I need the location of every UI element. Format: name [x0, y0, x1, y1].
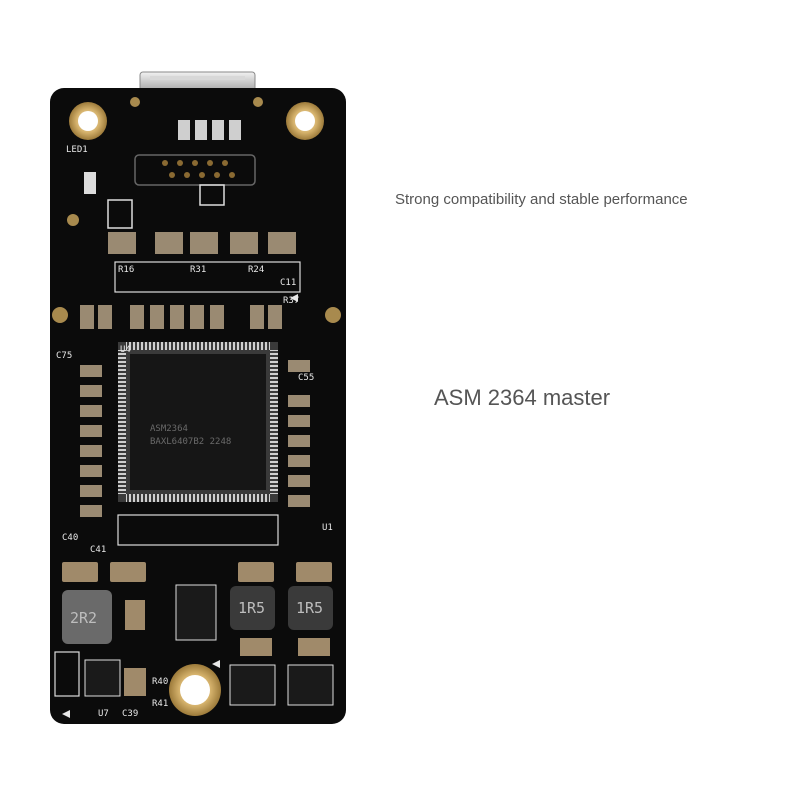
power-section: 2R2 1R5 1R5 [54, 562, 334, 706]
side-passives [80, 360, 310, 517]
label-c39: C39 [122, 709, 138, 719]
label-r31: R31 [190, 265, 206, 275]
asm2364-chip: ASM2364 BAXL6407B2 2248 [118, 342, 278, 502]
chip-marking-line1: ASM2364 [150, 424, 188, 434]
mounting-hole-top-right [286, 102, 324, 140]
silkscreen-labels: LED1 U4 U1 U7 R40 R41 C39 C40 C41 R16 R3… [56, 145, 333, 719]
chip-marking-line2: BAXL6407B2 2248 [150, 437, 231, 447]
mounting-hole-top-left [69, 102, 107, 140]
label-r16: R16 [118, 265, 134, 275]
label-c75: C75 [56, 351, 72, 361]
label-led1: LED1 [66, 145, 88, 155]
label-r40: R40 [152, 677, 168, 687]
label-r37: R37 [283, 296, 299, 306]
label-u7: U7 [98, 709, 109, 719]
label-r24: R24 [248, 265, 264, 275]
inductor-mid-marking: 1R5 [238, 599, 265, 617]
mounting-hole-bottom [169, 664, 221, 716]
label-u1: U1 [322, 523, 333, 533]
orientation-markers [62, 294, 298, 718]
label-c41: C41 [90, 545, 106, 555]
feature-caption: Strong compatibility and stable performa… [395, 191, 688, 208]
inductor-right-marking: 1R5 [296, 599, 323, 617]
label-c40: C40 [62, 533, 78, 543]
label-c55: C55 [298, 373, 314, 383]
label-r41: R41 [152, 699, 168, 709]
label-u4: U4 [120, 345, 131, 355]
vias [52, 97, 341, 323]
passive-row-outline [117, 514, 279, 546]
top-components [80, 120, 301, 329]
model-caption: ASM 2364 master [434, 385, 611, 410]
inductor-left-marking: 2R2 [70, 609, 97, 627]
label-c11: C11 [280, 278, 296, 288]
